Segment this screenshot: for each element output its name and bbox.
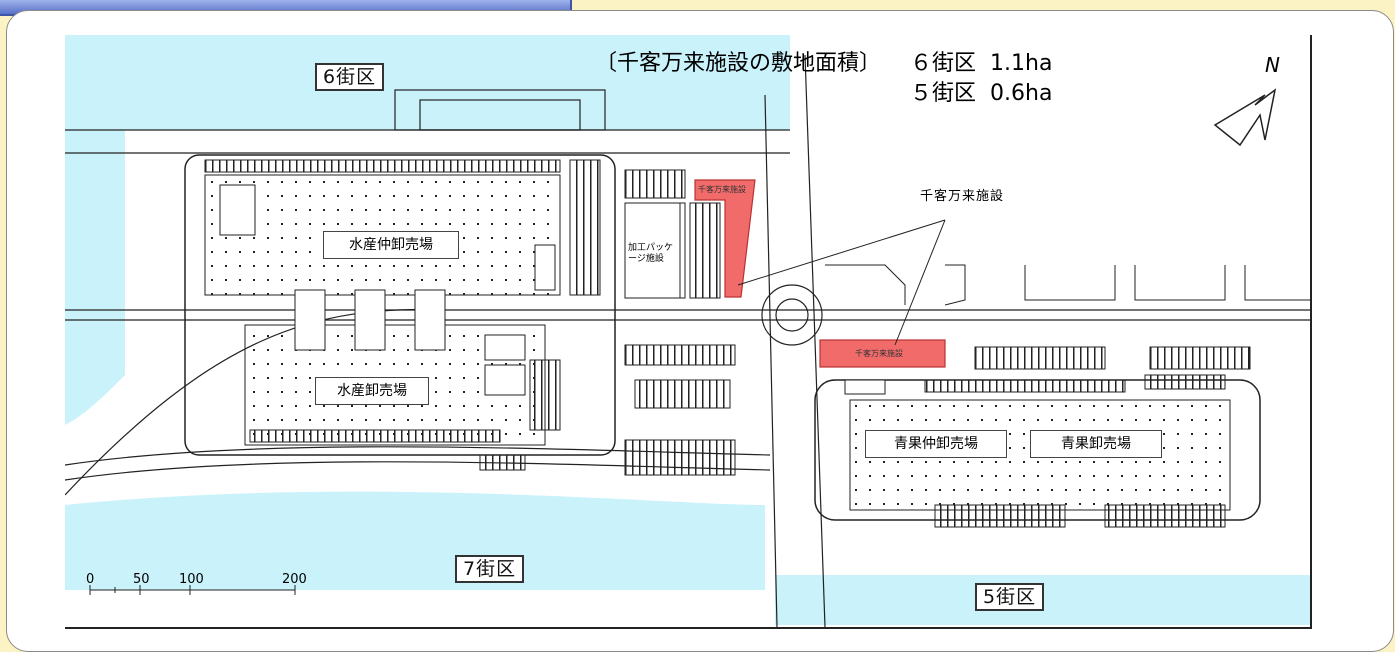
fish-wholesale-market-label: 水産卸売場 (315, 377, 429, 405)
scale-label-0: 0 (86, 572, 95, 587)
fish-intermediate-market-label: 水産仲卸売場 (323, 231, 459, 259)
map-drawing (65, 35, 1310, 627)
scale-label-100: 100 (179, 572, 204, 587)
callout-line-5 (894, 219, 946, 346)
site-6-label: 千客万来施設 (698, 185, 746, 194)
vegetable-intermediate-market-label: 青果仲卸売場 (865, 430, 1007, 458)
north-letter: N (1265, 53, 1280, 77)
processing-building (624, 202, 681, 299)
processing-facility-label: 加工パッケージ施設 (628, 243, 674, 264)
site-6-highlight (694, 179, 756, 298)
district-5-label: 5街区 (975, 583, 1045, 611)
scale-label-200: 200 (282, 572, 307, 587)
fish-market-block (184, 154, 616, 456)
area-heading: 〔千客万来施設の敷地面積〕 (595, 51, 882, 76)
scale-label-50: 50 (133, 572, 150, 587)
north-arrow (1213, 88, 1277, 147)
site-5-highlight (819, 339, 946, 368)
water-south (65, 491, 765, 590)
facility-callout: 千客万来施設 (920, 189, 1005, 204)
district-6-label: 6街区 (315, 63, 385, 91)
vegetable-wholesale-market-label: 青果卸売場 (1030, 430, 1162, 458)
water-west (65, 130, 125, 425)
callout-line-6 (737, 219, 946, 286)
district-7-label: 7街区 (455, 555, 525, 583)
water-north (65, 35, 790, 130)
scale-bar (89, 585, 296, 595)
site-5-label: 千客万来施設 (855, 349, 903, 358)
